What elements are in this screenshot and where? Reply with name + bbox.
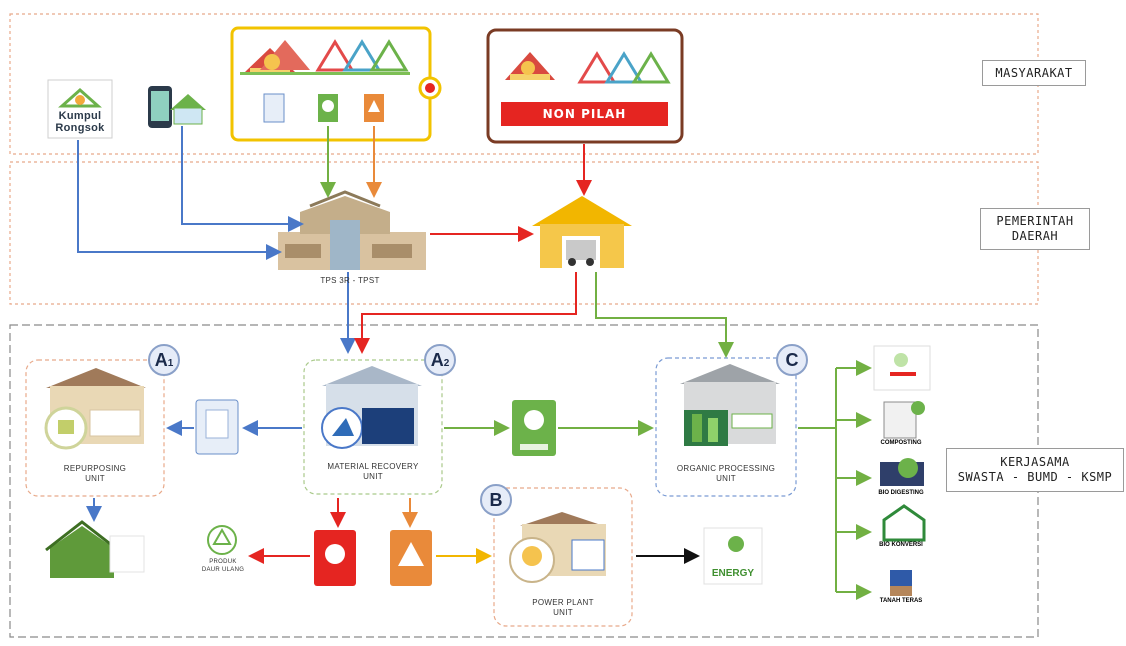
flow-kumpul-to-tps — [77, 140, 282, 260]
pilah-frame — [230, 26, 432, 142]
bin-icons-pilah — [263, 93, 384, 123]
flow-organic-to-products — [798, 367, 866, 593]
non-pilah-text: NON PILAH — [542, 107, 627, 121]
badge-c-letter: C — [785, 349, 799, 370]
non-pilah-banner: NON PILAH — [501, 102, 668, 126]
power-plant-building-icon — [509, 512, 606, 583]
repurposing-building-icon — [44, 368, 146, 450]
organic-line2: UNIT — [716, 474, 736, 483]
bio-konversi-caption: BIO KONVERSI — [879, 542, 923, 548]
kerjasama-label: KERJASAMA SWASTA - BUMD - KSMP — [946, 448, 1124, 492]
flow-depo-to-organic — [595, 272, 734, 358]
green-energy-caption: ENERGY — [711, 568, 755, 579]
pemerintah-line2: DAERAH — [1011, 229, 1059, 243]
organic-line1: ORGANIC PROCESSING — [676, 464, 776, 473]
masyarakat-text: MASYARAKAT — [995, 65, 1073, 80]
power-line1: POWER PLANT — [532, 598, 594, 607]
kerjasama-line2: SWASTA - BUMD - KSMP — [957, 470, 1113, 484]
household-group-icon-nonpilah — [505, 51, 671, 84]
badge-c: C — [776, 344, 808, 376]
mru-line1: MATERIAL RECOVERY — [327, 462, 419, 471]
mobile-app-icon — [148, 86, 206, 128]
kumpul-rongsok-caption: Kumpul Rongsok — [48, 110, 112, 134]
repurposing-line1: REPURPOSING — [63, 464, 127, 473]
kumpul-line1: Kumpul — [58, 110, 102, 122]
kerjasama-line1: KERJASAMA — [1000, 455, 1070, 469]
repurposing-caption: REPURPOSING UNIT — [28, 464, 162, 484]
composting-caption: COMPOSTING — [880, 440, 922, 446]
badge-a1-sub: 1 — [167, 357, 174, 369]
flow-app-to-tps — [181, 126, 304, 232]
badge-a2-letter: A — [430, 349, 444, 370]
mru-building-icon — [321, 366, 422, 449]
produk-line1: PRODUK — [209, 559, 237, 565]
organic-frame — [655, 357, 797, 497]
organic-caption: ORGANIC PROCESSING UNIT — [658, 464, 794, 484]
tanah-caption: TANAH TERAS — [879, 598, 923, 604]
power-line2: UNIT — [553, 608, 573, 617]
tps-building-icon — [278, 190, 426, 270]
power-frame — [493, 487, 633, 627]
mru-caption: MATERIAL RECOVERY UNIT — [306, 462, 440, 482]
bio-digesting-caption: BIO DIGESTING — [878, 490, 924, 496]
pemerintah-label: PEMERINTAH DAERAH — [980, 208, 1090, 250]
eco-house-icon — [45, 520, 145, 578]
badge-a2-sub: 2 — [443, 357, 450, 369]
repurposing-frame — [25, 359, 165, 497]
mru-line2: UNIT — [363, 472, 383, 481]
mru-frame — [303, 359, 443, 495]
product-column-icons — [873, 345, 931, 596]
produk-line2: DAUR ULANG — [201, 567, 245, 573]
produk-caption: PRODUK DAUR ULANG — [196, 558, 250, 574]
recycle-product-icon — [207, 525, 237, 555]
badge-b-letter: B — [489, 489, 503, 510]
organic-building-icon — [680, 364, 780, 446]
kumpul-line2: Rongsok — [55, 122, 105, 134]
repurposing-line2: UNIT — [85, 474, 105, 483]
power-caption: POWER PLANT UNIT — [496, 598, 630, 618]
badge-b: B — [480, 484, 512, 516]
flow-depo-to-mru — [354, 272, 577, 354]
masyarakat-label: MASYARAKAT — [982, 60, 1086, 86]
tps-caption: TPS 3R - TPST — [320, 276, 380, 285]
depo-warehouse-icon — [532, 196, 632, 268]
pemerintah-line1: PEMERINTAH — [996, 214, 1074, 228]
household-group-icon — [240, 39, 410, 75]
badge-a1-letter: A — [154, 349, 168, 370]
